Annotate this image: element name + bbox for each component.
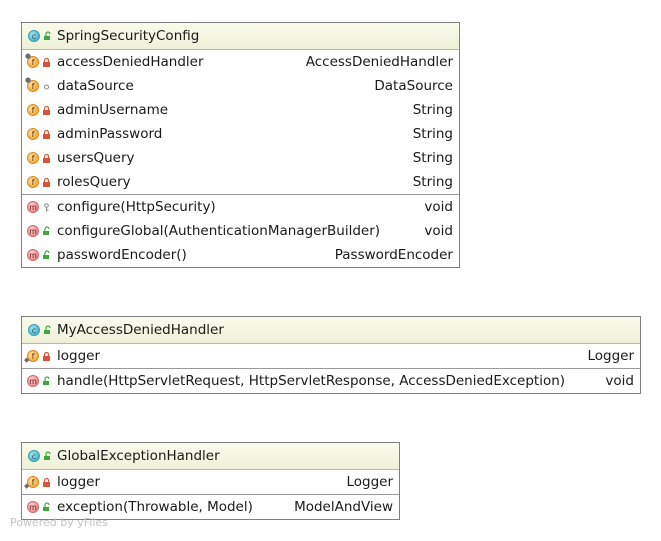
field-icon: f bbox=[27, 176, 39, 188]
field-type: String bbox=[412, 150, 453, 166]
class-header[interactable]: c GlobalExceptionHandler bbox=[22, 443, 399, 470]
method-name: passwordEncoder() bbox=[57, 247, 187, 263]
fields-section: f◆ logger Logger bbox=[22, 470, 399, 495]
method-type: void bbox=[424, 199, 453, 215]
class-myaccessdeniedhandler[interactable]: c MyAccessDeniedHandler f◆ logger Logger… bbox=[21, 316, 641, 394]
class-icon: c bbox=[28, 30, 40, 42]
class-name: SpringSecurityConfig bbox=[57, 28, 200, 44]
field-icon: f bbox=[27, 128, 39, 140]
field-icon: f● bbox=[25, 76, 39, 92]
field-type: Logger bbox=[587, 348, 634, 364]
public-icon bbox=[43, 451, 52, 461]
methods-section: m handle(HttpServletRequest, HttpServlet… bbox=[22, 369, 640, 393]
field-type: String bbox=[412, 102, 453, 118]
private-icon bbox=[42, 57, 51, 67]
field-icon: f bbox=[27, 152, 39, 164]
field-row[interactable]: f adminUsername String bbox=[22, 98, 459, 122]
pin-icon: ● bbox=[25, 76, 32, 84]
field-type: String bbox=[412, 126, 453, 142]
fields-section: f● accessDeniedHandler AccessDeniedHandl… bbox=[22, 50, 459, 195]
public-icon bbox=[42, 376, 51, 386]
method-type: PasswordEncoder bbox=[334, 247, 453, 263]
class-header[interactable]: c MyAccessDeniedHandler bbox=[22, 317, 640, 344]
field-name: usersQuery bbox=[57, 150, 135, 166]
class-icon: c bbox=[28, 324, 40, 336]
field-icon: f● bbox=[25, 52, 39, 68]
fields-section: f◆ logger Logger bbox=[22, 344, 640, 369]
watermark: Powered by yFiles bbox=[10, 516, 108, 529]
static-icon: ◆ bbox=[24, 356, 30, 364]
public-icon bbox=[43, 325, 52, 335]
method-icon: m bbox=[27, 201, 39, 213]
method-name: handle(HttpServletRequest, HttpServletRe… bbox=[57, 373, 566, 389]
method-row[interactable]: m configureGlobal(AuthenticationManagerB… bbox=[22, 219, 459, 243]
method-icon: m bbox=[27, 249, 39, 261]
field-name: rolesQuery bbox=[57, 174, 131, 190]
field-row[interactable]: f◆ logger Logger bbox=[22, 344, 640, 368]
methods-section: m exception(Throwable, Model) ModelAndVi… bbox=[22, 495, 399, 519]
field-type: AccessDeniedHandler bbox=[305, 54, 453, 70]
public-icon bbox=[42, 502, 51, 512]
class-globalexceptionhandler[interactable]: c GlobalExceptionHandler f◆ logger Logge… bbox=[21, 442, 400, 520]
field-row[interactable]: f◆ logger Logger bbox=[22, 470, 399, 494]
class-name: MyAccessDeniedHandler bbox=[57, 322, 224, 338]
protected-icon bbox=[42, 202, 51, 212]
class-springsecurityconfig[interactable]: c SpringSecurityConfig f● accessDeniedHa… bbox=[21, 22, 460, 268]
pin-icon: ● bbox=[25, 52, 32, 60]
static-icon: ◆ bbox=[24, 482, 30, 490]
class-icon: c bbox=[28, 450, 40, 462]
field-name: adminUsername bbox=[57, 102, 169, 118]
method-type: void bbox=[605, 373, 634, 389]
class-header[interactable]: c SpringSecurityConfig bbox=[22, 23, 459, 50]
method-row[interactable]: m configure(HttpSecurity) void bbox=[22, 195, 459, 219]
field-row[interactable]: f● dataSource DataSource bbox=[22, 74, 459, 98]
methods-section: m configure(HttpSecurity) void m configu… bbox=[22, 195, 459, 267]
private-icon bbox=[42, 105, 51, 115]
method-type: ModelAndView bbox=[294, 499, 393, 515]
public-icon bbox=[42, 250, 51, 260]
field-row[interactable]: f● accessDeniedHandler AccessDeniedHandl… bbox=[22, 50, 459, 74]
field-row[interactable]: f rolesQuery String bbox=[22, 170, 459, 194]
method-icon: m bbox=[27, 501, 39, 513]
public-icon bbox=[43, 31, 52, 41]
field-type: Logger bbox=[346, 474, 393, 490]
public-icon bbox=[42, 226, 51, 236]
field-type: DataSource bbox=[374, 78, 453, 94]
field-icon: f bbox=[27, 104, 39, 116]
field-name: dataSource bbox=[57, 78, 134, 94]
field-icon: f◆ bbox=[24, 350, 39, 364]
field-name: accessDeniedHandler bbox=[57, 54, 204, 70]
class-name: GlobalExceptionHandler bbox=[57, 448, 220, 464]
field-name: logger bbox=[57, 474, 101, 490]
method-row[interactable]: m passwordEncoder() PasswordEncoder bbox=[22, 243, 459, 267]
package-private-icon bbox=[42, 81, 51, 91]
private-icon bbox=[42, 351, 51, 361]
field-row[interactable]: f adminPassword String bbox=[22, 122, 459, 146]
private-icon bbox=[42, 177, 51, 187]
private-icon bbox=[42, 153, 51, 163]
field-name: logger bbox=[57, 348, 101, 364]
method-icon: m bbox=[27, 225, 39, 237]
private-icon bbox=[42, 129, 51, 139]
method-row[interactable]: m exception(Throwable, Model) ModelAndVi… bbox=[22, 495, 399, 519]
field-row[interactable]: f usersQuery String bbox=[22, 146, 459, 170]
method-icon: m bbox=[27, 375, 39, 387]
method-name: configureGlobal(AuthenticationManagerBui… bbox=[57, 223, 381, 239]
field-icon: f◆ bbox=[24, 476, 39, 490]
method-type: void bbox=[424, 223, 453, 239]
field-type: String bbox=[412, 174, 453, 190]
private-icon bbox=[42, 477, 51, 487]
method-name: exception(Throwable, Model) bbox=[57, 499, 253, 515]
method-name: configure(HttpSecurity) bbox=[57, 199, 216, 215]
field-name: adminPassword bbox=[57, 126, 163, 142]
method-row[interactable]: m handle(HttpServletRequest, HttpServlet… bbox=[22, 369, 640, 393]
